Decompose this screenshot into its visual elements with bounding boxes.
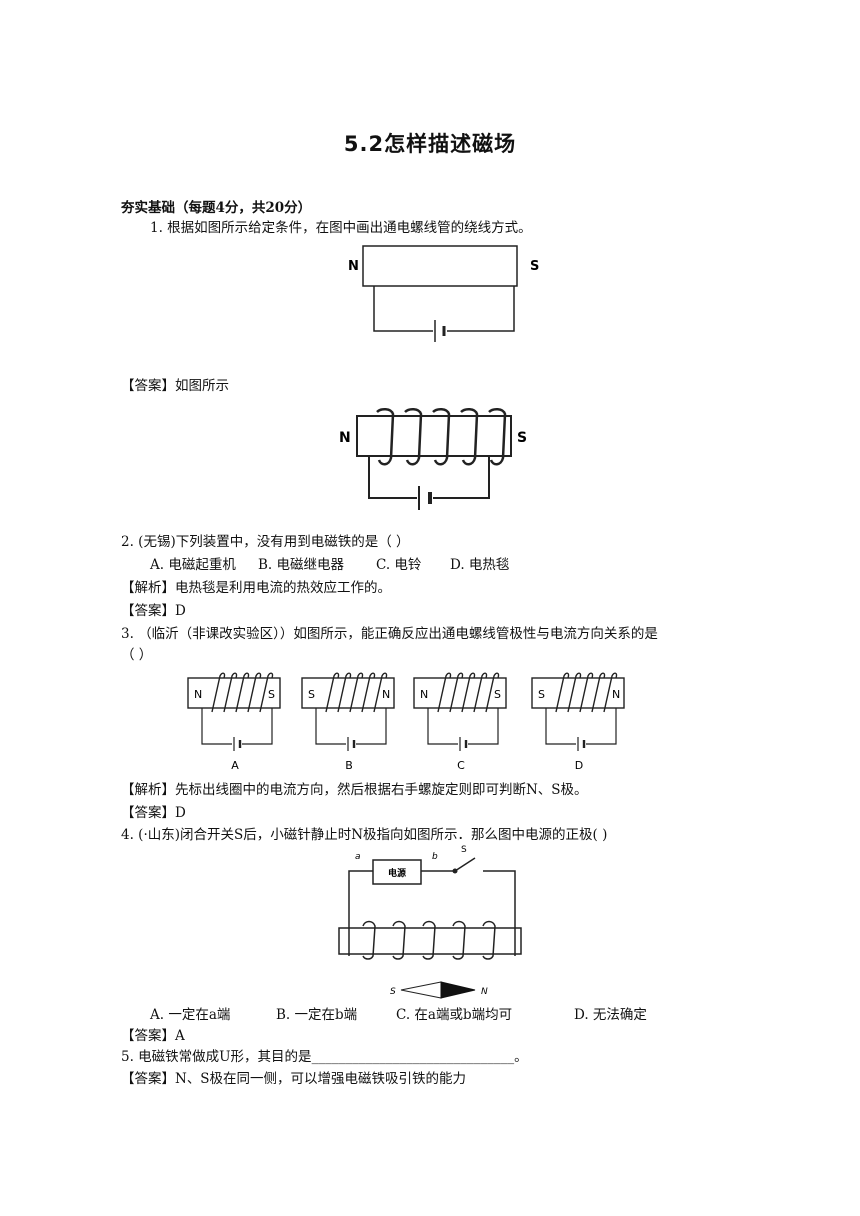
- q2-options: A. 电磁起重机 B. 电磁继电器 C. 电铃 D. 电热毯: [150, 556, 509, 574]
- q3-pole-right: S: [268, 688, 275, 701]
- page-title: 5.2怎样描述磁场: [343, 132, 517, 156]
- q4-answer: 【答案】A: [121, 1028, 185, 1044]
- q3-answer: 【答案】D: [121, 805, 186, 821]
- q3-figure-label: D: [575, 759, 583, 772]
- q3-pole-right: S: [494, 688, 501, 701]
- q3-solenoid-box: [413, 677, 507, 709]
- q5-answer-body: N、S极在同一侧，可以增强电磁铁吸引铁的能力: [175, 1071, 467, 1087]
- q1-answer-solenoid: [356, 415, 512, 457]
- q3-figure-label: C: [457, 759, 465, 772]
- q2-option-d: D. 电热毯: [450, 557, 510, 573]
- q1-answer-pole-left: N: [339, 430, 351, 446]
- q4-source-label: 电源: [388, 867, 406, 879]
- q1-pole-left: N: [348, 259, 359, 274]
- q3-coils: [211, 672, 274, 713]
- q4-wire-right: [483, 870, 516, 956]
- q3-pole-left: N: [194, 688, 202, 701]
- q3-figures: N S A S N B N S C S N D: [187, 672, 625, 772]
- q5-question: 5. 电磁铁常做成U形，其目的是: [121, 1049, 312, 1065]
- q2-option-a: A. 电磁起重机: [150, 557, 236, 573]
- q3-analysis: 【解析】先标出线圈中的电流方向，然后根据右手螺旋定则即可判断N、S极。: [121, 782, 588, 798]
- q3-coils: [437, 672, 500, 713]
- q2-answer: 【答案】D: [121, 603, 186, 619]
- q1-pole-right: S: [530, 259, 539, 274]
- q4-wire-left: [348, 870, 373, 956]
- q4-solenoid: [338, 927, 522, 955]
- q5-blank: ______________________________: [311, 1049, 515, 1065]
- q3-text: 3. （临沂（非课改实验区））如图所示，能正确反应出通电螺线管极性与电流方向关系…: [121, 626, 658, 642]
- q4-text: 4. (·山东)闭合开关S后，小磁针静止时N极指向如图所示．那么图中电源的正极(…: [121, 827, 608, 843]
- q1-answer-pole-right: S: [517, 430, 527, 446]
- q4-option-c: C. 在a端或b端均可: [396, 1007, 513, 1023]
- section-heading: 夯实基础（每题4分，共20分）: [121, 200, 312, 216]
- q4-label-a: a: [355, 852, 361, 862]
- q3-pole-left: S: [308, 688, 315, 701]
- q3-figure-a: N S A: [187, 672, 281, 772]
- q3-pole-right: N: [612, 688, 620, 701]
- q4-label-switch: S: [461, 845, 467, 855]
- q3-figure-c: N S C: [413, 672, 507, 772]
- q4-option-b: B. 一定在b端: [276, 1007, 358, 1023]
- q3-figure-b: S N B: [301, 672, 395, 772]
- q4-figure: 电源 a b S S N: [338, 845, 522, 999]
- q3-figure-d: S N D: [531, 672, 625, 772]
- q3-pole-left: N: [420, 688, 428, 701]
- q3-solenoid-box: [187, 677, 281, 709]
- q4-power-source: [372, 859, 422, 885]
- q4-label-b: b: [432, 852, 438, 862]
- q4-needle-s: S: [390, 987, 396, 997]
- q4-option-d: D. 无法确定: [574, 1007, 647, 1023]
- q3-figure-label: A: [231, 759, 239, 772]
- q2-text: 2. (无锡)下列装置中，没有用到电磁铁的是（ ）: [121, 534, 410, 550]
- q1-solenoid-box: [362, 245, 518, 287]
- q4-needle-s-half: [400, 981, 442, 999]
- q5-answer-prefix: 【答案】: [121, 1071, 175, 1087]
- q4-option-a: A. 一定在a端: [150, 1007, 231, 1023]
- q3-pole-right: N: [382, 688, 390, 701]
- q1-figure: N S: [348, 245, 539, 342]
- q4-coils: [362, 920, 496, 960]
- q5-end: 。: [514, 1049, 528, 1065]
- q3-figure-label: B: [345, 759, 353, 772]
- q3-coils: [555, 672, 618, 713]
- q2-option-b: B. 电磁继电器: [258, 557, 345, 573]
- q3-text-cont: （ ）: [121, 647, 153, 663]
- q1-answer: 【答案】如图所示: [121, 378, 229, 394]
- q5-answer: 【答案】N、S极在同一侧，可以增强电磁铁吸引铁的能力: [121, 1070, 466, 1088]
- q4-options: A. 一定在a端 B. 一定在b端 C. 在a端或b端均可 D. 无法确定: [150, 1006, 647, 1024]
- q1-text: 1. 根据如图所示给定条件，在图中画出通电螺线管的绕线方式。: [150, 220, 532, 236]
- q3-coils: [325, 672, 388, 713]
- q3-pole-left: S: [538, 688, 545, 701]
- q3-solenoid-box: [531, 677, 625, 709]
- q2-analysis: 【解析】电热毯是利用电流的热效应工作的。: [121, 580, 391, 596]
- q4-needle-n: N: [481, 987, 488, 997]
- q1-answer-figure: N S: [339, 408, 527, 510]
- q1-answer-coils: [376, 408, 507, 466]
- q3-solenoid-box: [301, 677, 395, 709]
- q4-needle-n-half: [440, 981, 476, 999]
- q5-text: 5. 电磁铁常做成U形，其目的是________________________…: [121, 1048, 528, 1066]
- q4-switch-blade: [454, 857, 476, 872]
- q2-option-c: C. 电铃: [376, 557, 422, 573]
